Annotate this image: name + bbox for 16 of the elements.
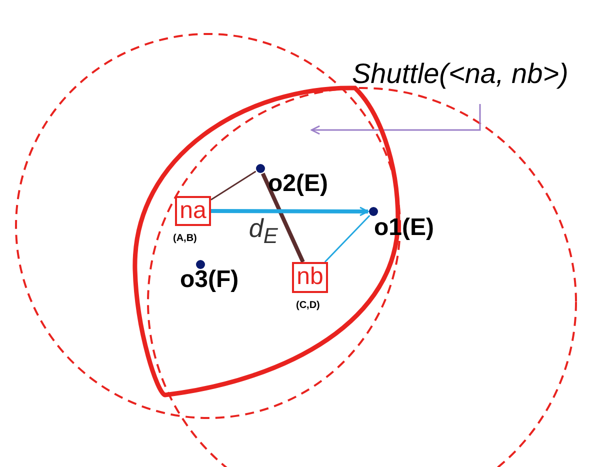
edge-label: d$_{E}$ xyxy=(248,214,278,250)
node-box: na xyxy=(175,196,211,226)
connector-line xyxy=(324,214,370,263)
point-label: o2(E) xyxy=(268,170,328,198)
point-label: o3(F) xyxy=(180,266,239,294)
node-box: nb xyxy=(292,262,328,293)
leader-arrow xyxy=(310,104,481,135)
coordinate-label: (C,D) xyxy=(296,300,320,311)
arrow xyxy=(211,206,369,216)
connector-line xyxy=(260,172,305,263)
callout-label: Shuttle(<na, nb>) xyxy=(352,58,597,96)
connector-line xyxy=(210,170,256,200)
point-marker xyxy=(256,164,265,173)
point-marker xyxy=(196,260,205,269)
point-marker xyxy=(369,207,378,216)
coordinate-label: (A,B) xyxy=(173,233,197,244)
